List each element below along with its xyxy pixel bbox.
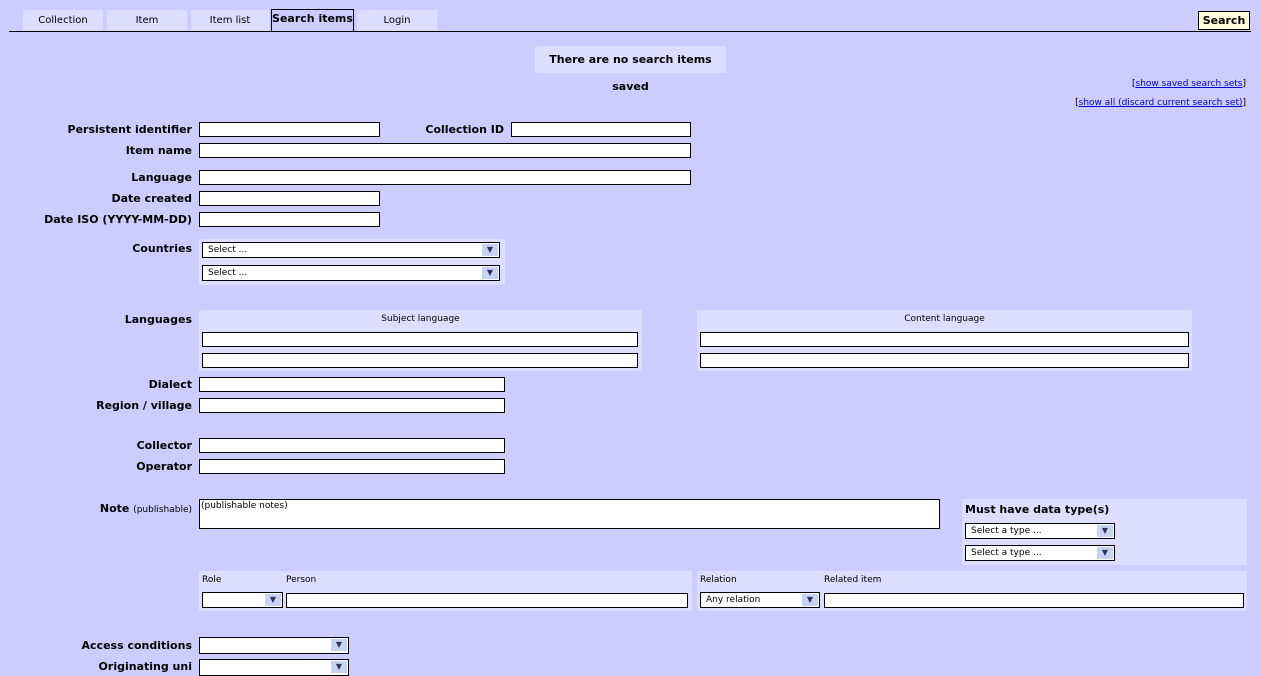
label-pid: Persistent identifier	[67, 123, 192, 136]
date-created-input[interactable]	[199, 191, 380, 206]
chevron-down-icon: ▼	[482, 267, 498, 279]
datatype-select-1-value: Select a type ...	[971, 526, 1042, 536]
collector-input[interactable]	[199, 438, 505, 453]
label-originating: Originating uni	[98, 660, 192, 673]
access-conditions-select[interactable]: ▼	[199, 637, 349, 654]
tab-collection[interactable]: Collection	[23, 10, 103, 31]
show-all-link[interactable]: show all (discard current search set)	[1078, 98, 1243, 108]
label-collector: Collector	[136, 439, 192, 452]
note-textarea[interactable]: (publishable notes)	[199, 499, 940, 529]
chevron-down-icon: ▼	[802, 594, 818, 606]
subject-language-input-1[interactable]	[202, 332, 638, 347]
chevron-down-icon: ▼	[331, 661, 347, 673]
tab-divider	[9, 31, 1251, 32]
label-date-iso: Date ISO (YYYY-MM-DD)	[44, 213, 192, 226]
originating-select[interactable]: ▼	[199, 659, 349, 676]
chevron-down-icon: ▼	[1097, 525, 1113, 537]
subject-language-header: Subject language	[381, 314, 460, 324]
datatype-title: Must have data type(s)	[965, 503, 1110, 516]
tab-search-items[interactable]: Search items	[271, 9, 354, 32]
country-select-1[interactable]: Select ... ▼	[202, 242, 500, 258]
search-button[interactable]: Search	[1198, 11, 1250, 30]
chevron-down-icon: ▼	[482, 244, 498, 256]
language-input[interactable]	[199, 170, 691, 185]
tab-login[interactable]: Login	[357, 10, 437, 31]
label-operator: Operator	[136, 460, 192, 473]
item-name-input[interactable]	[199, 143, 691, 158]
relation-select-value: Any relation	[706, 595, 761, 605]
chevron-down-icon: ▼	[1097, 547, 1113, 559]
status-message: There are no search items saved	[535, 46, 726, 93]
pid-input[interactable]	[199, 122, 380, 137]
label-countries: Countries	[132, 242, 192, 255]
label-dialect: Dialect	[148, 378, 192, 391]
note-label-text: Note	[99, 502, 130, 515]
relation-select[interactable]: Any relation ▼	[700, 592, 820, 608]
note-label-sub: (publishable)	[133, 505, 192, 515]
datatype-select-1[interactable]: Select a type ... ▼	[965, 523, 1115, 539]
label-language: Language	[131, 171, 192, 184]
datatype-select-2[interactable]: Select a type ... ▼	[965, 545, 1115, 561]
person-input[interactable]	[286, 593, 688, 608]
country-select-2[interactable]: Select ... ▼	[202, 265, 500, 281]
content-language-input-2[interactable]	[700, 353, 1189, 368]
tab-item-list[interactable]: Item list	[191, 10, 269, 31]
subject-language-input-2[interactable]	[202, 353, 638, 368]
label-region: Region / village	[96, 399, 192, 412]
role-select[interactable]: ▼	[202, 592, 283, 608]
show-all-link-wrap: [show all (discard current search set)]	[1075, 98, 1246, 108]
label-item-name: Item name	[125, 144, 192, 157]
collection-id-input[interactable]	[511, 122, 691, 137]
relation-header: Relation	[700, 575, 737, 585]
content-language-input-1[interactable]	[700, 332, 1189, 347]
label-collection-id: Collection ID	[425, 123, 504, 136]
label-languages: Languages	[124, 313, 192, 326]
saved-sets-link-wrap: [show saved search sets]	[1132, 79, 1246, 89]
operator-input[interactable]	[199, 459, 505, 474]
chevron-down-icon: ▼	[331, 639, 347, 651]
label-note: Note (publishable)	[2, 502, 192, 515]
country-select-1-value: Select ...	[208, 245, 248, 255]
tab-item[interactable]: Item	[107, 10, 187, 31]
role-header: Role	[202, 575, 222, 585]
content-language-header: Content language	[904, 314, 985, 324]
label-access-conditions: Access conditions	[81, 639, 192, 652]
region-input[interactable]	[199, 398, 505, 413]
person-header: Person	[286, 575, 317, 585]
country-select-2-value: Select ...	[208, 268, 248, 278]
label-date-created: Date created	[111, 192, 192, 205]
related-item-input[interactable]	[824, 593, 1244, 608]
datatype-select-2-value: Select a type ...	[971, 548, 1042, 558]
date-iso-input[interactable]	[199, 212, 380, 227]
dialect-input[interactable]	[199, 377, 505, 392]
related-item-header: Related item	[824, 575, 882, 585]
chevron-down-icon: ▼	[265, 594, 281, 606]
show-saved-search-sets-link[interactable]: show saved search sets	[1135, 79, 1243, 89]
